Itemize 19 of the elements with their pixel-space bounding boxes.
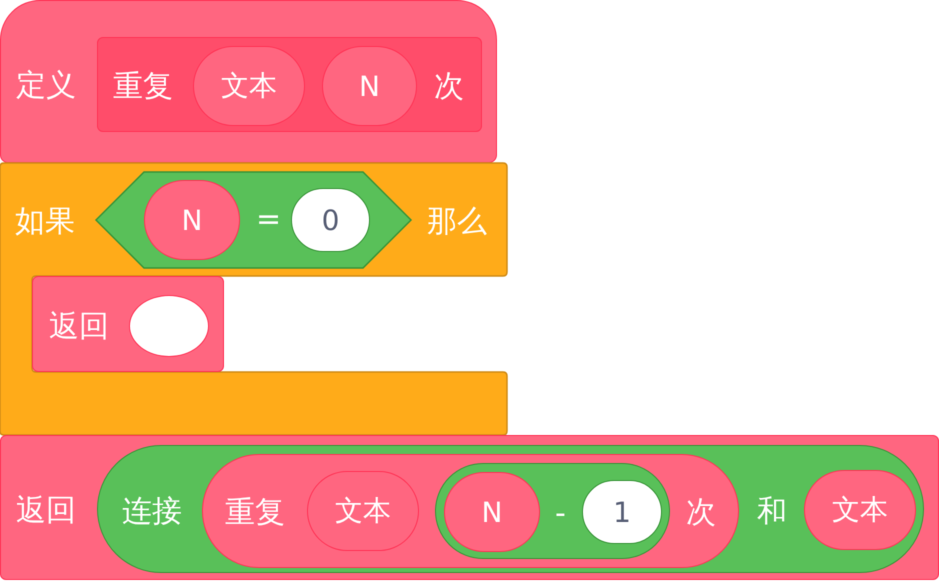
if-block [0,163,507,435]
block-label: 连接 [122,497,182,527]
block-label: 如果 [15,207,75,237]
block-label: 那么 [427,207,487,237]
hat-block [0,0,497,163]
block-label: 次 [686,498,716,528]
block-label: 和 [757,497,787,527]
boolean-block [96,172,411,268]
block-label: 返回 [16,496,76,526]
block-label: 次 [434,72,464,102]
block-label: - [555,499,566,529]
block-label: 重复 [225,498,285,528]
block-label: 定义 [16,71,76,101]
return-block [0,435,939,580]
block-label: 返回 [49,312,109,342]
return-block [32,276,224,372]
block-label: 重复 [113,72,173,102]
block-label: = [256,205,282,235]
custom-block [97,37,482,132]
